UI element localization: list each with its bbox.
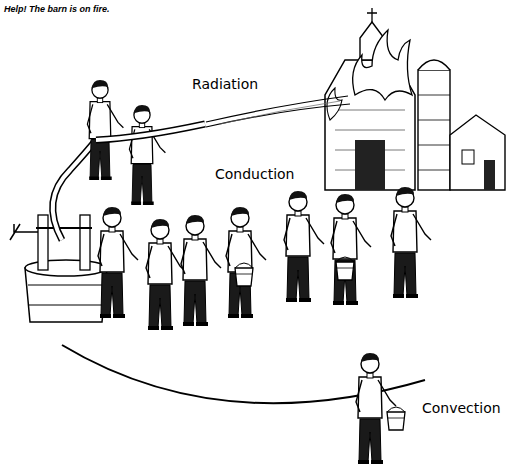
hose-crew bbox=[87, 80, 205, 205]
water-stream bbox=[206, 96, 350, 127]
bucket-brigade bbox=[98, 187, 431, 330]
process-label: Convection bbox=[420, 400, 503, 416]
burning-barn bbox=[325, 8, 505, 190]
title-text: Help! The barn is on fire. bbox=[4, 4, 110, 14]
process-label: Conduction bbox=[213, 166, 297, 182]
convection-path bbox=[62, 345, 425, 464]
process-label: Radiation bbox=[190, 76, 260, 92]
